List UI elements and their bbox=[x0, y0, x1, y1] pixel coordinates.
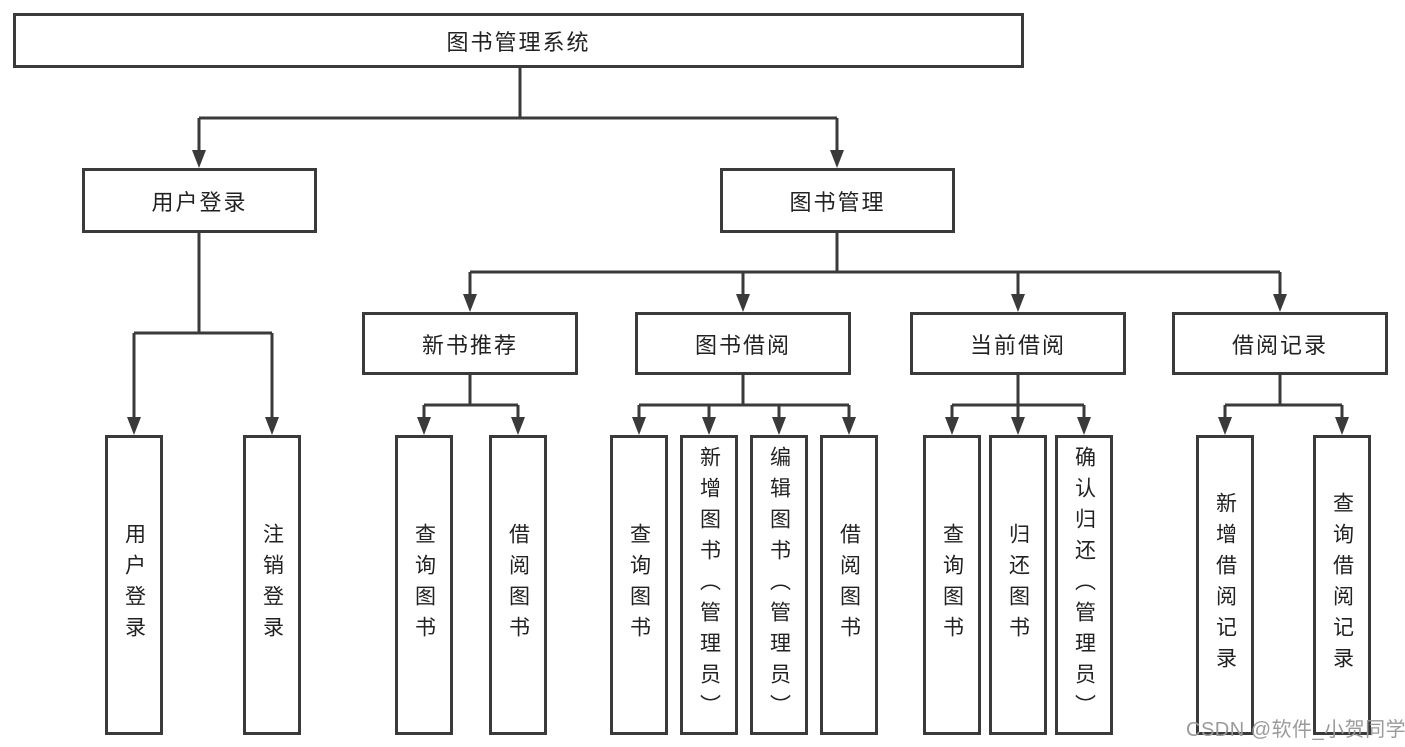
node-book-management: 图书管理 bbox=[720, 168, 955, 233]
leaf-borrow-books: 借阅图书 bbox=[820, 435, 878, 735]
node-borrowing-records: 借阅记录 bbox=[1172, 312, 1388, 375]
leaf-borrow-books-recommend-label: 借阅图书 bbox=[506, 523, 530, 647]
leaf-return-books: 归还图书 bbox=[989, 435, 1047, 735]
leaf-query-books-borrowing: 查询图书 bbox=[610, 435, 668, 735]
leaf-edit-books-admin: 编辑图书（管理员） bbox=[750, 435, 808, 735]
leaf-add-books-admin-label: 新增图书（管理员） bbox=[697, 445, 721, 725]
node-new-book-recommend: 新书推荐 bbox=[362, 312, 578, 375]
leaf-query-borrow-record: 查询借阅记录 bbox=[1313, 435, 1371, 735]
leaf-query-borrow-record-label: 查询借阅记录 bbox=[1330, 492, 1354, 678]
leaf-user-login-label: 用户登录 bbox=[122, 523, 146, 647]
leaf-query-books-current-label: 查询图书 bbox=[940, 523, 964, 647]
leaf-return-books-label: 归还图书 bbox=[1006, 523, 1030, 647]
leaf-borrow-books-recommend: 借阅图书 bbox=[489, 435, 547, 735]
leaf-query-books-recommend-label: 查询图书 bbox=[412, 523, 436, 647]
leaf-logout: 注销登录 bbox=[243, 435, 301, 735]
node-current-borrowing: 当前借阅 bbox=[910, 312, 1126, 375]
leaf-borrow-books-label: 借阅图书 bbox=[837, 523, 861, 647]
leaf-query-books-current: 查询图书 bbox=[923, 435, 981, 735]
leaf-add-books-admin: 新增图书（管理员） bbox=[680, 435, 738, 735]
leaf-confirm-return-admin: 确认归还（管理员） bbox=[1055, 435, 1113, 735]
leaf-edit-books-admin-label: 编辑图书（管理员） bbox=[767, 445, 791, 725]
leaf-add-borrow-record-label: 新增借阅记录 bbox=[1213, 492, 1237, 678]
node-user-login: 用户登录 bbox=[82, 168, 317, 233]
leaf-confirm-return-admin-label: 确认归还（管理员） bbox=[1072, 445, 1096, 725]
leaf-logout-label: 注销登录 bbox=[260, 523, 284, 647]
node-library-management-system: 图书管理系统 bbox=[13, 13, 1024, 68]
leaf-user-login: 用户登录 bbox=[105, 435, 163, 735]
leaf-query-books-borrowing-label: 查询图书 bbox=[627, 523, 651, 647]
csdn-watermark: CSDN @软件_小贺同学 bbox=[1186, 719, 1405, 741]
leaf-query-books-recommend: 查询图书 bbox=[395, 435, 453, 735]
node-book-borrowing: 图书借阅 bbox=[635, 312, 851, 375]
leaf-add-borrow-record: 新增借阅记录 bbox=[1196, 435, 1254, 735]
